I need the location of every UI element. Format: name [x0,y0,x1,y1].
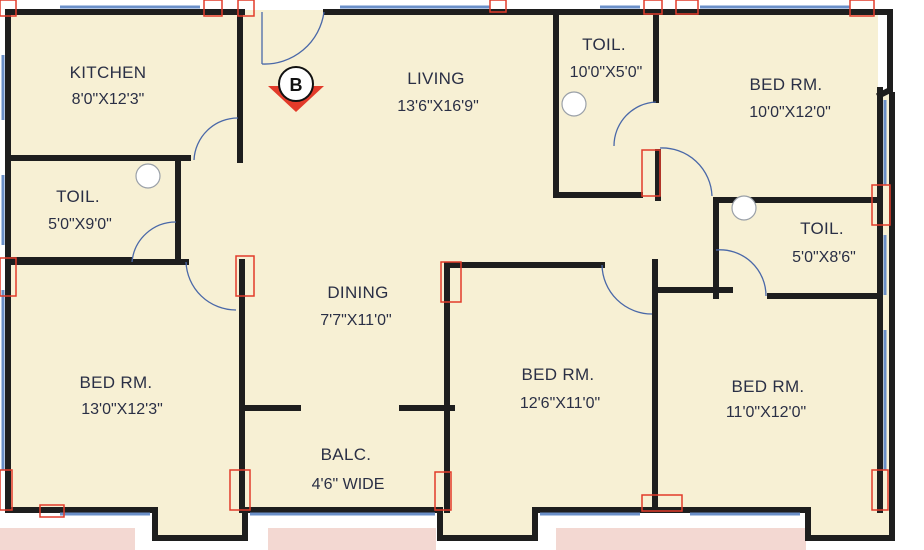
toilet-right-size: 5'0"X8'6" [792,249,856,266]
balcony-name: BALC. [321,445,372,464]
bed-middle-name: BED RM. [522,365,595,384]
section-marker: B [268,66,324,112]
bed-bottom-right-name: BED RM. [732,377,805,396]
windows [1,5,887,516]
living-size: 13'6"X16'9" [397,98,479,115]
dining-size: 7'7"X11'0" [320,312,391,329]
kitchen-name: KITCHEN [70,63,147,82]
exterior-walls [5,9,895,541]
balcony-size: 4'6" WIDE [312,476,385,493]
interior-walls [5,9,883,513]
bottom-strip-middle [268,528,436,550]
wash-basin-icon [731,195,757,221]
toilet-left-name: TOIL. [56,187,100,206]
bed-left-name: BED RM. [80,373,153,392]
section-marker-letter: B [290,75,303,95]
wash-basin-icon [135,163,161,189]
bed-bottom-right-size: 11'0"X12'0" [726,404,806,421]
bottom-strip-right [556,528,806,550]
toilet-top-size: 10'0"X5'0" [570,64,643,81]
bed-left-size: 13'0"X12'3" [81,401,163,418]
fixtures [135,91,757,221]
kitchen-size: 8'0"X12'3" [72,91,145,108]
bottom-strip-left [0,528,135,550]
dining-name: DINING [327,283,388,302]
wash-basin-icon [561,91,587,117]
bed-top-right-name: BED RM. [750,75,823,94]
bed-top-right-size: 10'0"X12'0" [749,104,831,121]
bed-middle-size: 12'6"X11'0" [520,395,600,412]
columns [0,0,891,518]
room-labels: KITCHEN 8'0"X12'3" LIVING 13'6"X16'9" TO… [48,35,856,493]
toilet-left-size: 5'0"X9'0" [48,216,112,233]
toilet-right-name: TOIL. [800,219,844,238]
living-name: LIVING [407,69,465,88]
toilet-top-name: TOIL. [582,35,626,54]
doors [131,11,767,315]
